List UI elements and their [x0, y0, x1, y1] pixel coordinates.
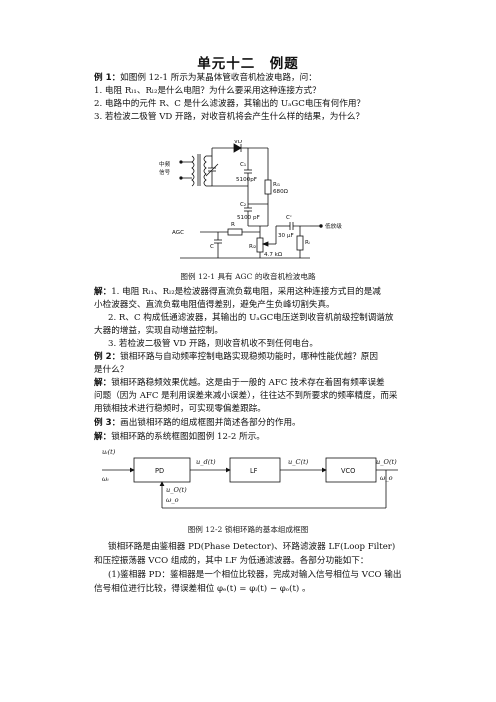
cc-value: 30 μF: [278, 233, 294, 239]
example-1-label: 例 1：: [94, 73, 121, 83]
c1-value: 5100pF: [236, 177, 257, 183]
signal-wi: ωᵢ: [102, 475, 109, 483]
signal-wo: ω_o: [380, 474, 393, 482]
feedback-wo: ω_o: [166, 496, 179, 504]
agc-detector-circuit: 中频 信号 VD C₁ 5100pF Rₗ₁ 680Ω C₂ 5100 pF C…: [159, 140, 342, 259]
answer-1-line-4: 大器的增益，实现自动增益控制。: [94, 326, 223, 336]
example-1-question: 例 1：如图例 12-1 所示为某晶体管收音机检波电路，问：: [94, 73, 317, 83]
figure-2-caption: 图例 12-2 锁相环路的基本组成框图: [187, 525, 309, 534]
output-label: 低放级: [325, 222, 342, 230]
answer-3-line: 解：锁相环路的系统框图如图例 12-2 所示。: [94, 432, 265, 442]
answer-1-line-2: 小检波器交、直流负载电阻值得差别，避免产生负峰切割失真。: [94, 300, 335, 310]
body-line-2: 和压控振荡器 VCO 组成的，其中 LF 为低通滤波器。各部分功能如下：: [94, 556, 369, 566]
example-1-item-1: 1. 电阻 Rₗ₁、Rₗ₂是什么电阻？为什么要采用这种连接方式？: [94, 86, 321, 96]
rl2-value: 4.7 kΩ: [264, 252, 283, 258]
example-2-line-2: 是什么？: [94, 365, 129, 375]
answer-2-line-1: 解：锁相环路稳频效果优越。这是由于一般的 AFC 技术存在着固有频率误差: [94, 378, 385, 388]
cc-label: Cᶜ: [286, 215, 292, 221]
c2-label: C₂: [240, 202, 246, 208]
feedback-uo: u_O(t): [166, 486, 187, 494]
body-line-1: 锁相环路是由鉴相器 PD(Phase Detector)、环路滤波器 LF(Lo…: [108, 542, 396, 552]
pll-block-diagram: PD LF VCO uᵢ(t) ωᵢ u_d(t) u_C(t) u_O(t) …: [102, 448, 398, 509]
rl2-label: Rₗ₂: [249, 244, 256, 250]
pd-label: PD: [155, 467, 164, 475]
signal-ui: uᵢ(t): [102, 448, 116, 456]
r-label: R: [231, 222, 235, 228]
vco-label: VCO: [341, 467, 355, 475]
c-label: C: [210, 244, 214, 250]
diode-label: VD: [234, 140, 242, 145]
figure-1-caption: 图例 12-1 具有 AGC 的收音机检波电路: [180, 272, 316, 281]
input-label-2: 信号: [159, 168, 171, 176]
page-title: 单元十二 例题: [197, 56, 299, 72]
signal-uo: u_O(t): [376, 458, 397, 466]
c1-label: C₁: [240, 162, 246, 168]
lf-label: LF: [250, 467, 258, 475]
rl1-value: 680Ω: [273, 189, 289, 195]
answer-1-line-3: 2. R、C 构成低通滤波器，其输出的 UₐGC电压送到收音机前级控制调谐放: [108, 313, 394, 323]
signal-ud: u_d(t): [196, 458, 216, 466]
example-1-item-3: 3. 若检波二极管 VD 开路，对收音机将会产生什么样的结果，为什么？: [94, 112, 365, 122]
ri-label: Rᵢ: [305, 240, 310, 246]
answer-1-line-5: 3. 若检波二极管 VD 开路，则收音机收不到任何电台。: [108, 339, 318, 349]
input-label-1: 中频: [159, 160, 171, 168]
answer-2-line-3: 用锁相技术进行稳频时，可实现零偏差跟踪。: [94, 404, 266, 414]
answer-1-line-1: 解：1. 电阻 Rₗ₁、Rₗ₂是检波器得直流负载电阻，采用这种连接方式目的是减: [94, 287, 381, 297]
answer-2-line-2: 问题（因为 AFC 是利用误差来减小误差），往往达不到所要求的频率精度，而采: [94, 391, 398, 401]
signal-uc: u_C(t): [288, 458, 309, 466]
example-2-line-1: 例 2：锁相环路与自动频率控制电路实现稳频功能时，哪种性能优越？原因: [94, 352, 378, 362]
agc-label: AGC: [172, 230, 184, 236]
example-1-item-2: 2. 电路中的元件 R、C 是什么滤波器，其输出的 UₐGC电压有何作用？: [94, 99, 366, 109]
body-line-3: (1)鉴相器 PD：鉴相器是一个相位比较器，完成对输入信号相位与 VCO 输出: [108, 570, 402, 580]
body-line-4: 信号相位进行比较，得误差相位 φₑ(t) = φᵢ(t) − φₒ(t) 。: [94, 584, 311, 594]
rl1-label: Rₗ₁: [273, 182, 280, 188]
example-3-line: 例 3：画出锁相环路的组成框图并简述各部分的作用。: [94, 418, 301, 428]
c2-value: 5100 pF: [237, 215, 260, 221]
